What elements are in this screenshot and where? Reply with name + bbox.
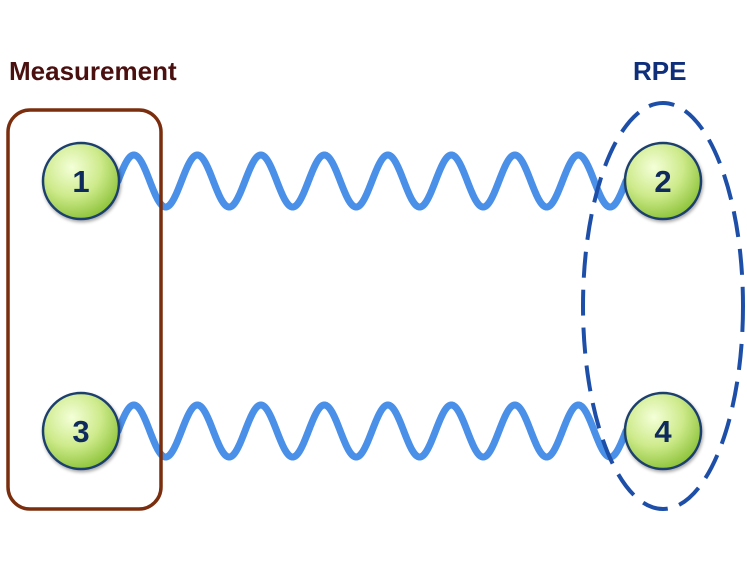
node-4-label: 4 xyxy=(654,414,672,449)
node-1: 1 xyxy=(41,141,121,221)
rpe-group-ellipse xyxy=(581,101,745,511)
measurement-group-box xyxy=(6,108,163,511)
spring-link-1-2 xyxy=(114,151,630,211)
node-1-label: 1 xyxy=(72,164,89,199)
node-4: 4 xyxy=(623,391,703,471)
node-2: 2 xyxy=(623,141,703,221)
spring-link-3-4 xyxy=(114,401,630,461)
node-3: 3 xyxy=(41,391,121,471)
rpe-label: RPE xyxy=(633,56,686,86)
measurement-label: Measurement xyxy=(9,56,177,86)
node-2-label: 2 xyxy=(654,164,671,199)
node-3-label: 3 xyxy=(72,414,89,449)
